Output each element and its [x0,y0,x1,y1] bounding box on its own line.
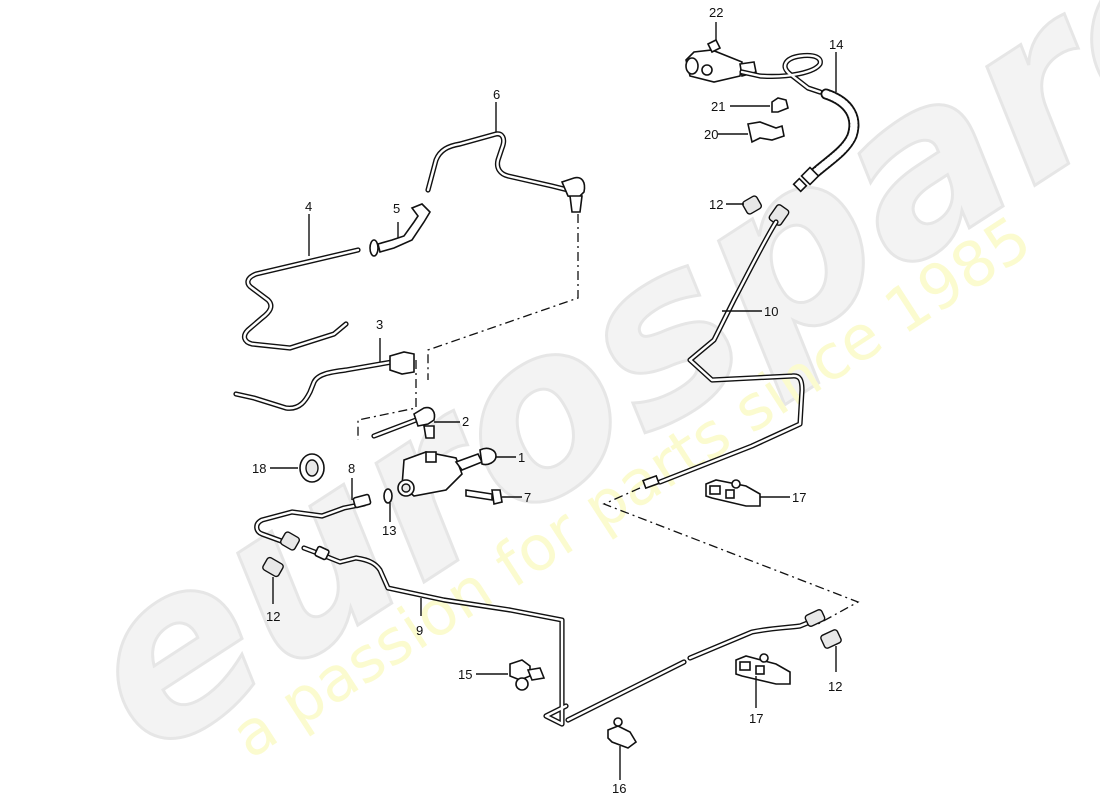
callout-22[interactable]: 22 [709,5,724,20]
pipe-10-nut [768,204,790,226]
part-16-clip[interactable] [607,717,638,780]
part-21-clip[interactable] [730,97,789,113]
callout-9[interactable]: 9 [416,623,424,638]
part-lower-pipe[interactable] [565,609,826,723]
part-14-clutch-hose[interactable] [739,52,860,193]
connection-line [602,487,860,625]
part-12-union-nut-left[interactable] [262,556,285,604]
part-9-pipe[interactable] [301,545,569,727]
callout-5[interactable]: 5 [393,201,401,216]
part-15-holder[interactable] [476,659,546,691]
callout-4[interactable]: 4 [305,199,313,214]
callout-21[interactable]: 21 [711,99,726,114]
connection-line [357,360,417,440]
callout-6[interactable]: 6 [493,87,501,102]
part-17-clip-upper[interactable] [705,479,790,507]
part-17-clip-lower[interactable] [735,653,791,708]
part-4-pipe[interactable] [241,214,361,351]
callout-13[interactable]: 13 [382,523,397,538]
callout-20[interactable]: 20 [704,127,719,142]
part-8-pipe[interactable] [254,478,372,551]
part-13-sealing-ring[interactable] [383,488,393,522]
part-3-pipe[interactable] [233,338,415,411]
callout-10[interactable]: 10 [764,304,779,319]
callout-12-left[interactable]: 12 [266,609,281,624]
part-5-grommet-connector[interactable] [369,203,432,257]
callout-2[interactable]: 2 [462,414,470,429]
callout-15[interactable]: 15 [458,667,473,682]
callout-14[interactable]: 14 [829,37,844,52]
part-12-union-nut-right[interactable] [820,629,842,672]
callout-16[interactable]: 16 [612,781,627,796]
part-20-bracket[interactable] [718,121,785,144]
callout-1[interactable]: 1 [518,450,526,465]
callout-12-upper[interactable]: 12 [709,197,724,212]
part-18-grommet[interactable] [270,453,325,483]
callout-17-upper[interactable]: 17 [792,490,807,505]
part-7-hollow-bolt[interactable] [465,489,522,505]
part-6-pipe[interactable] [425,102,586,213]
part-12-union-nut-upper[interactable] [726,195,763,215]
callout-12-right[interactable]: 12 [828,679,843,694]
callout-18[interactable]: 18 [252,461,267,476]
part-10-pipe[interactable] [642,219,805,490]
connection-line [427,214,579,380]
callout-17-lower[interactable]: 17 [749,711,764,726]
callout-8[interactable]: 8 [348,461,356,476]
callout-7[interactable]: 7 [524,490,532,505]
part-1-slave-cylinder[interactable] [397,447,516,497]
callout-3[interactable]: 3 [376,317,384,332]
part-2-angled-connector[interactable] [371,406,460,439]
